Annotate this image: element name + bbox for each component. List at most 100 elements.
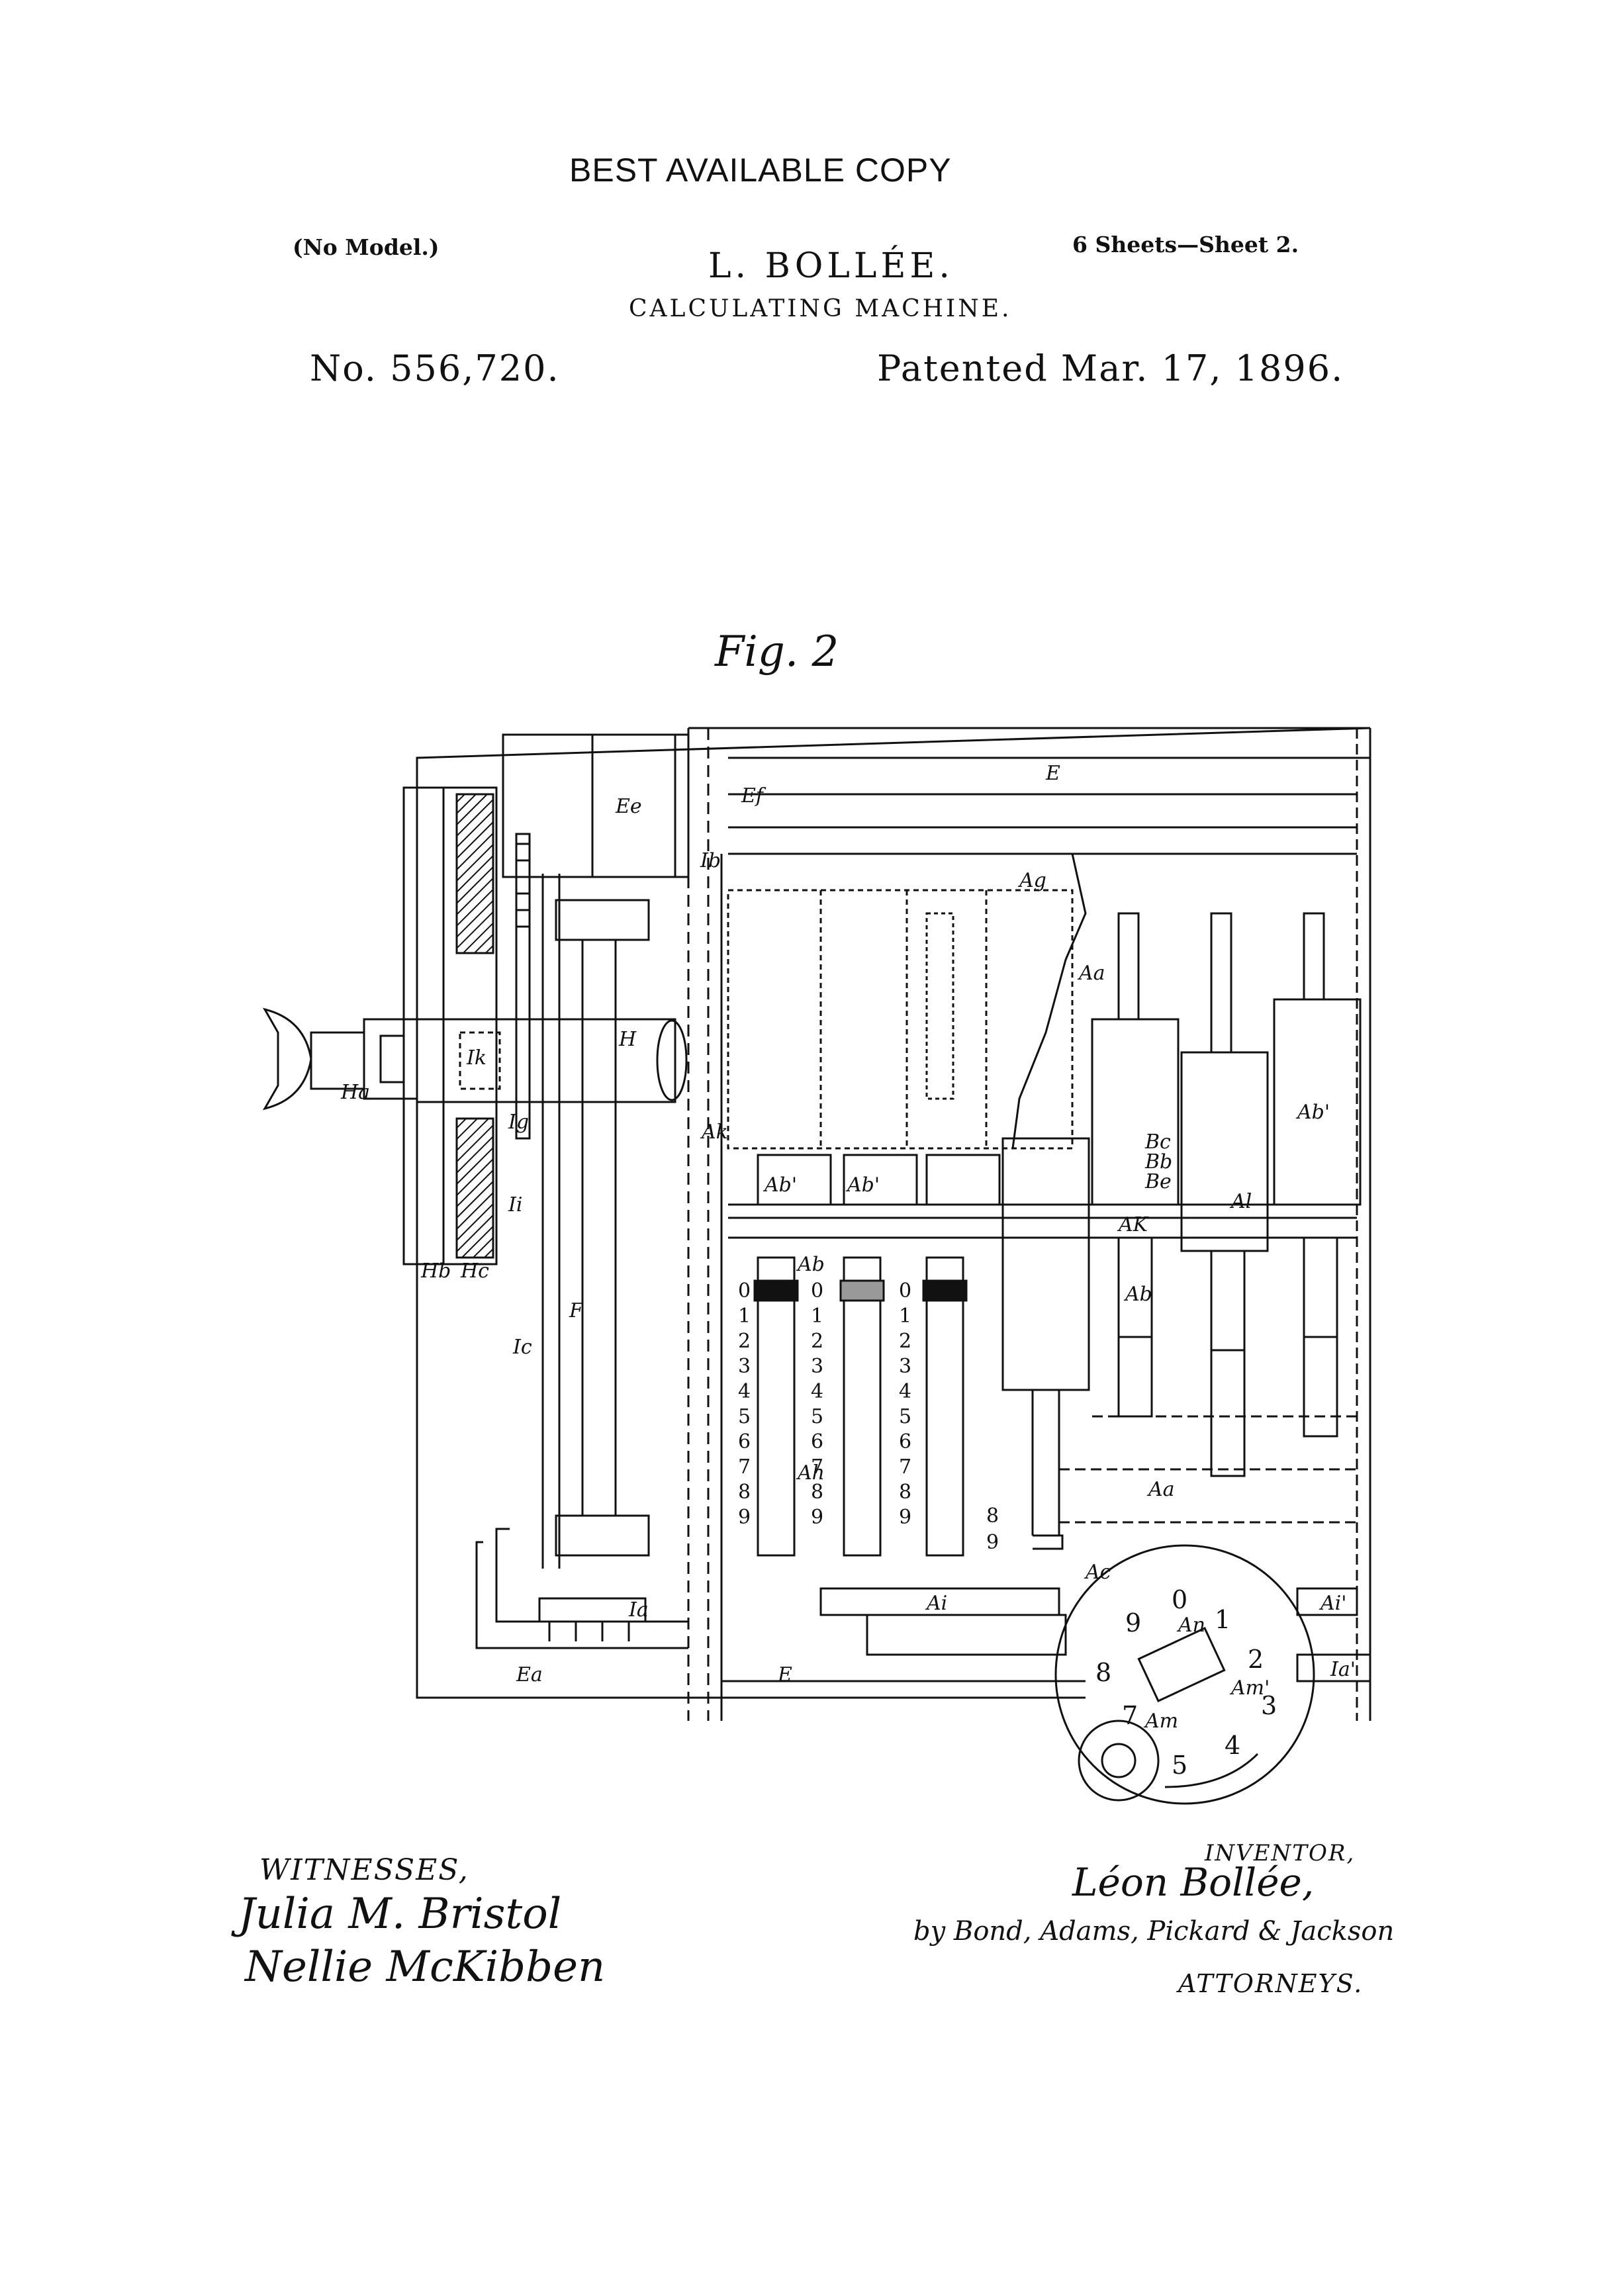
digit-column-1: 0 1 2 3 4 5 6 7 8 9 (738, 1279, 751, 1529)
svg-text:8: 8 (738, 1481, 751, 1504)
label-ia-prime: Ia' (1330, 1658, 1356, 1681)
svg-text:5: 5 (738, 1405, 751, 1428)
attorneys-label: ATTORNEYS. (1178, 1969, 1364, 1998)
label-bc: Bc (1144, 1130, 1171, 1154)
dial-wheel (1054, 1544, 1315, 1805)
label-aa: Aa (1077, 962, 1105, 985)
label-e: E (1045, 762, 1060, 785)
label-ii: Ii (508, 1193, 522, 1217)
svg-text:0: 0 (1172, 1585, 1187, 1614)
label-h: H (618, 1028, 637, 1051)
svg-text:7: 7 (899, 1455, 911, 1479)
inventor-signature: Léon Bollée, (1072, 1860, 1315, 1905)
dial-crank-hub (1078, 1720, 1160, 1802)
patent-date: Patented Mar. 17, 1896. (877, 347, 1344, 389)
label-an: An (1176, 1614, 1205, 1637)
label-ab-prime-5: Ab' (1295, 1101, 1330, 1124)
main-shaft (416, 1018, 676, 1103)
svg-text:1: 1 (1215, 1605, 1230, 1634)
label-am-prime: Am' (1229, 1676, 1270, 1700)
label-ak-caps: AK (1117, 1213, 1149, 1236)
svg-text:1: 1 (738, 1305, 751, 1328)
svg-text:5: 5 (899, 1405, 911, 1428)
svg-text:5: 5 (811, 1405, 823, 1428)
dial-digits: 0 1 2 3 4 5 7 8 9 (1095, 1585, 1277, 1780)
label-ik: Ik (466, 1046, 487, 1070)
svg-text:2: 2 (811, 1330, 823, 1353)
inventor-name-heading: L. BOLLÉE. (708, 246, 954, 286)
label-ac: Ac (1084, 1561, 1111, 1584)
svg-text:0: 0 (899, 1279, 911, 1303)
label-hb: Hb (420, 1260, 451, 1283)
patent-number: No. 556,720. (310, 347, 560, 389)
label-al: Al (1229, 1190, 1252, 1213)
no-model-note: (No Model.) (293, 234, 440, 260)
svg-text:1: 1 (811, 1305, 823, 1328)
svg-text:9: 9 (738, 1506, 751, 1529)
svg-text:9: 9 (899, 1506, 911, 1529)
digit-column-3: 0 1 2 3 4 5 6 7 8 9 (899, 1279, 911, 1529)
pin-plate (1001, 1137, 1090, 1391)
label-bb: Bb (1144, 1150, 1172, 1173)
attorneys-signature: by Bond, Adams, Pickard & Jackson (913, 1916, 1395, 1947)
label-ah: Ah (796, 1461, 825, 1485)
label-ee: Ee (615, 795, 642, 818)
svg-text:6: 6 (738, 1430, 751, 1453)
label-ag: Ag (1017, 869, 1046, 892)
digit-column-2: 0 1 2 3 4 5 6 7 8 9 (811, 1279, 823, 1529)
svg-text:4: 4 (899, 1380, 911, 1403)
label-ib: Ib (700, 849, 721, 872)
label-ab-prime-2: Ab' (845, 1173, 880, 1197)
witness-signature-2: Nellie McKibben (245, 1943, 606, 1992)
svg-text:2: 2 (1248, 1645, 1264, 1674)
label-ig: Ig (508, 1111, 529, 1134)
witnesses-label: WITNESSES, (259, 1853, 469, 1887)
label-ak: Ak (700, 1121, 728, 1144)
svg-text:9: 9 (1125, 1608, 1141, 1637)
svg-text:4: 4 (738, 1380, 751, 1403)
svg-text:8: 8 (986, 1504, 999, 1528)
svg-text:8: 8 (899, 1481, 911, 1504)
svg-text:2: 2 (899, 1330, 911, 1353)
svg-text:1: 1 (899, 1305, 911, 1328)
label-am: Am (1143, 1710, 1178, 1733)
break-line (1011, 853, 1087, 1149)
svg-text:6: 6 (811, 1430, 823, 1453)
crank-handle (262, 1007, 312, 1111)
svg-text:7: 7 (738, 1455, 751, 1479)
svg-text:7: 7 (1122, 1701, 1138, 1730)
label-ef: Ef (741, 784, 766, 807)
svg-text:3: 3 (811, 1355, 823, 1378)
label-f: F (569, 1299, 584, 1322)
figure-label: Fig. 2 (715, 627, 839, 676)
svg-text:9: 9 (986, 1531, 999, 1554)
label-ia: Ia (628, 1598, 649, 1622)
label-e-2: E (777, 1663, 792, 1686)
label-ea: Ea (516, 1663, 543, 1686)
digit-column-4: 8 9 (986, 1504, 999, 1554)
svg-text:8: 8 (811, 1481, 823, 1504)
rack-2 (843, 1256, 882, 1557)
svg-text:4: 4 (1225, 1731, 1240, 1760)
label-ab-4: Ab (1123, 1283, 1152, 1306)
inventor-label: INVENTOR, (1205, 1840, 1356, 1866)
ia-plate (538, 1597, 647, 1623)
svg-text:3: 3 (738, 1355, 751, 1378)
svg-text:4: 4 (811, 1380, 823, 1403)
svg-text:3: 3 (1261, 1691, 1277, 1720)
svg-text:7: 7 (811, 1455, 823, 1479)
label-be: Be (1144, 1170, 1172, 1193)
label-ha: Ha (340, 1081, 370, 1104)
svg-text:5: 5 (1172, 1751, 1187, 1780)
label-hc: Hc (460, 1260, 489, 1283)
witness-signature-1: Julia M. Bristol (238, 1890, 562, 1939)
svg-text:0: 0 (811, 1279, 823, 1303)
svg-text:3: 3 (899, 1355, 911, 1378)
svg-text:2: 2 (738, 1330, 751, 1353)
label-ic: Ic (512, 1336, 532, 1359)
label-ab-3: Ab (796, 1253, 825, 1276)
rack-1 (757, 1256, 796, 1557)
frame-outline (416, 727, 1371, 1699)
frame-f (581, 939, 617, 1517)
